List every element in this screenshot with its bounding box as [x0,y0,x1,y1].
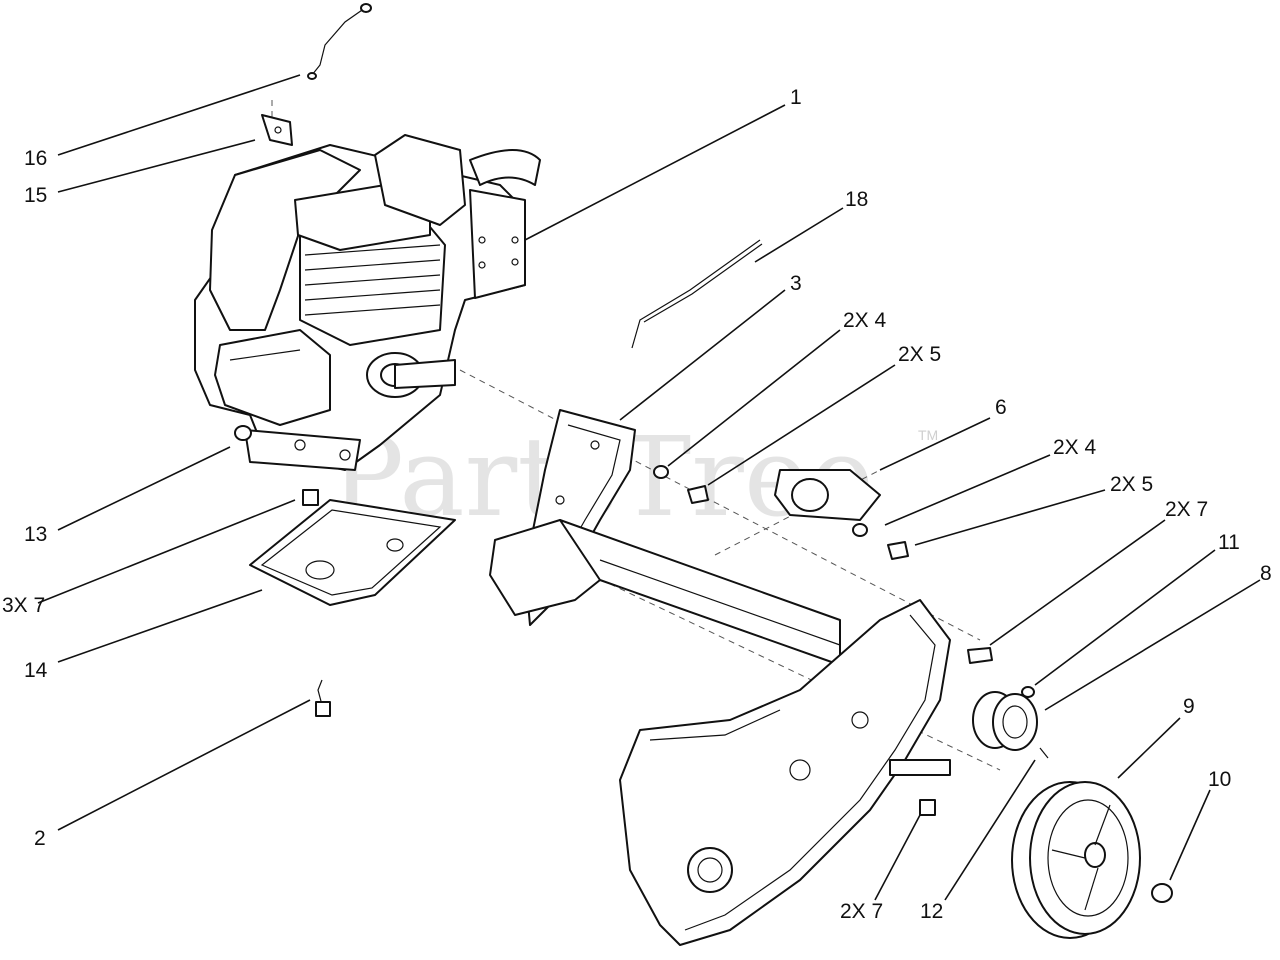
watermark-trademark: TM [918,427,938,443]
part-2-bolt [315,679,331,717]
callout-2x5-upper: 2X 5 [898,343,941,366]
callout-1: 1 [790,86,802,109]
part-6-clamp [774,469,881,521]
callout-11: 11 [1218,531,1240,554]
part-15-bracket [261,114,293,146]
part-16-wire [307,3,372,80]
part-13-nut [234,425,252,441]
callout-8: 8 [1260,562,1272,585]
part-14-gasket [249,499,456,606]
part-7-bolts [302,489,993,816]
callout-16: 16 [24,147,47,170]
callout-3x7: 3X 7 [2,594,45,617]
callout-12: 12 [920,900,943,923]
hardware-right [852,523,909,560]
callout-2x7-upper: 2X 7 [1165,498,1208,521]
transmission-housing [619,599,951,946]
callout-3: 3 [790,272,802,295]
callout-2x4-upper: 2X 4 [843,309,887,332]
part-10-cap [1151,883,1173,903]
callout-2x4-right: 2X 4 [1053,436,1097,459]
callout-2: 2 [34,827,46,850]
callout-2x5-right: 2X 5 [1110,473,1153,496]
part-18-rod [631,239,763,349]
callout-10: 10 [1208,768,1231,791]
callout-labels: 1 16 15 18 3 2X 4 2X 5 6 2X 4 2X 5 2X 7 … [2,86,1272,923]
callout-14: 14 [24,659,48,682]
callout-2x7-lower: 2X 7 [840,900,883,923]
frame-tube [489,519,841,666]
callout-18: 18 [845,188,868,211]
part-9-wheel [1011,781,1141,939]
callout-15: 15 [24,184,47,207]
part-11-8-hub [972,686,1049,759]
callout-6: 6 [995,396,1007,419]
callout-9: 9 [1183,695,1195,718]
engine-assembly [194,134,541,471]
leader-lines [37,74,1261,901]
hardware-upper [653,465,709,504]
callout-13: 13 [24,523,47,546]
